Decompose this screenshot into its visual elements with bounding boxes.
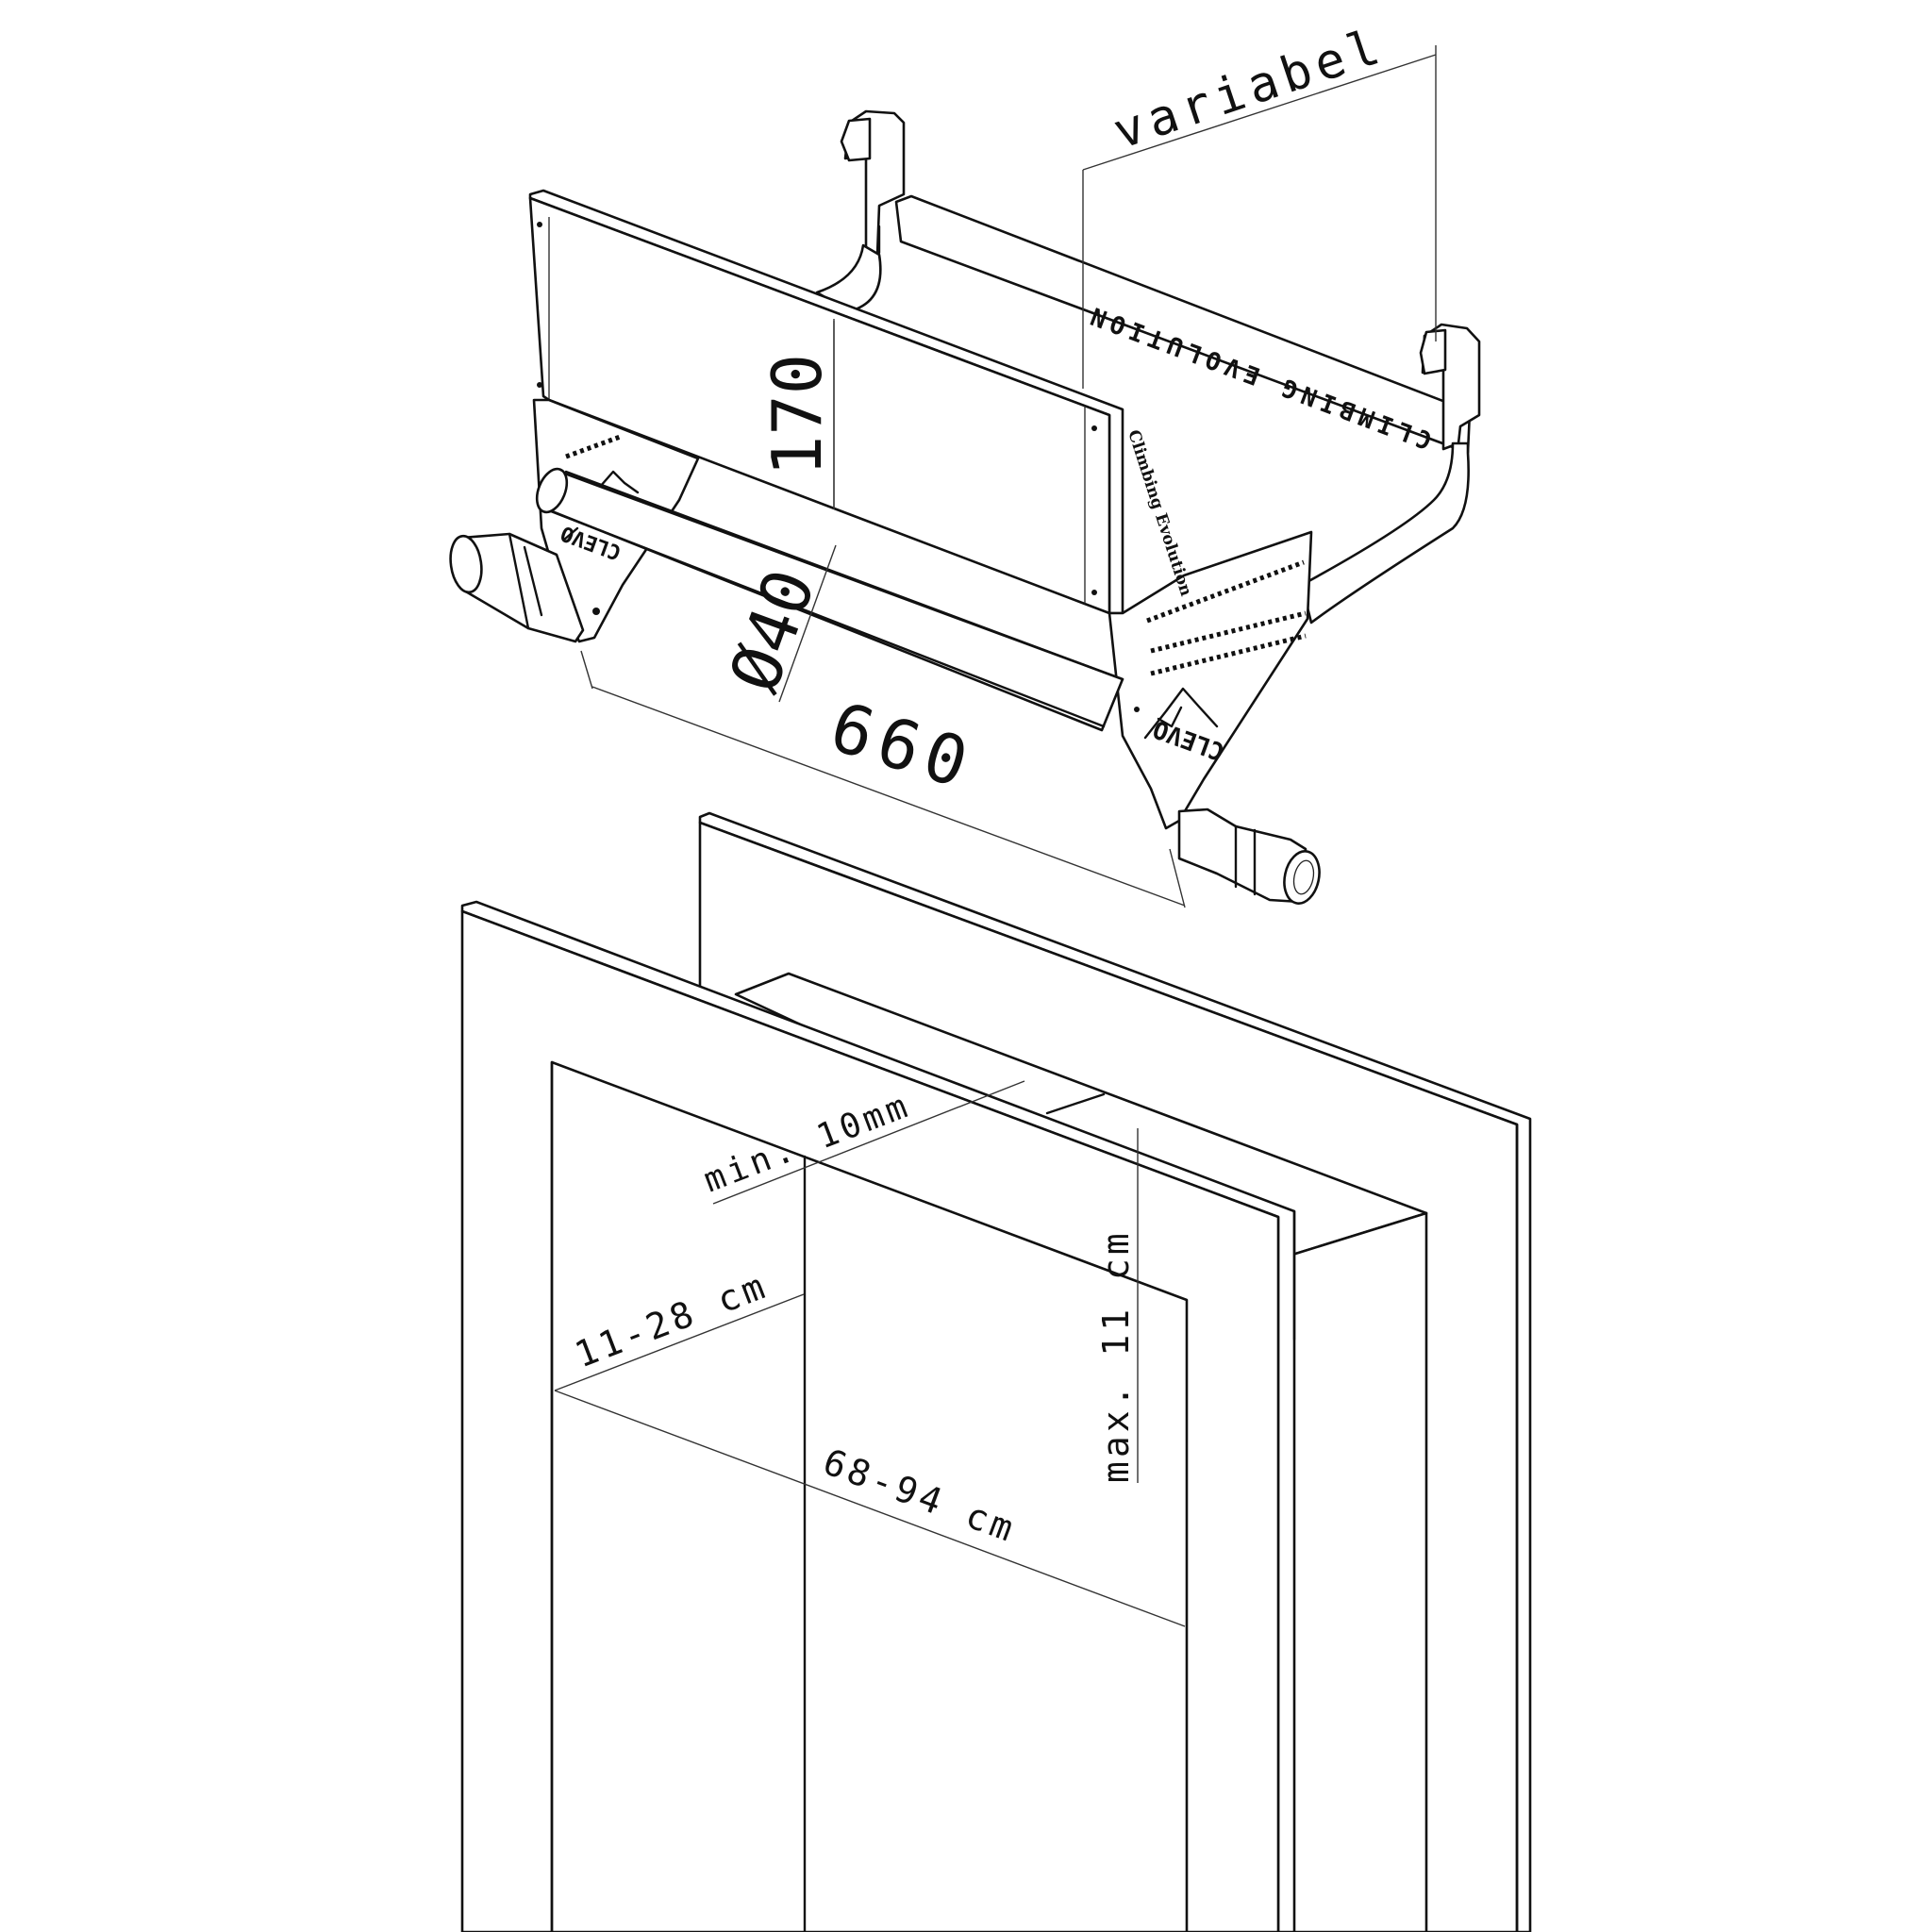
side-script-text: Climbing Evolution <box>1124 427 1195 598</box>
door-jamb-side <box>1291 1211 1428 1932</box>
logo-right <box>1143 687 1219 740</box>
logo-left <box>562 470 640 541</box>
door-frame <box>460 811 1532 1932</box>
dimension-length-label: 660 <box>822 687 984 805</box>
rear-plate <box>894 194 1472 455</box>
crossbar-tube <box>535 467 1124 732</box>
right-support-plate <box>1108 530 1313 830</box>
rear-hook-right <box>1419 323 1481 451</box>
door-bracket: CLEVO Climbing Evolution CLEVO <box>449 109 1481 905</box>
dimension-height-label: 170 <box>758 354 837 476</box>
dimension-height-170: 170 <box>758 319 837 509</box>
side-arm-right <box>1300 441 1470 625</box>
front-plate-face <box>528 196 1111 615</box>
dimension-max-thickness-label: max. 11 cm <box>1095 1229 1137 1483</box>
rear-hook-left <box>840 109 906 264</box>
dimension-max-thickness: max. 11 cm <box>1095 1128 1139 1483</box>
dimension-variabel-label: variabel <box>1107 18 1391 161</box>
tube-end-left <box>449 532 585 643</box>
tube-end-right <box>1177 808 1321 905</box>
